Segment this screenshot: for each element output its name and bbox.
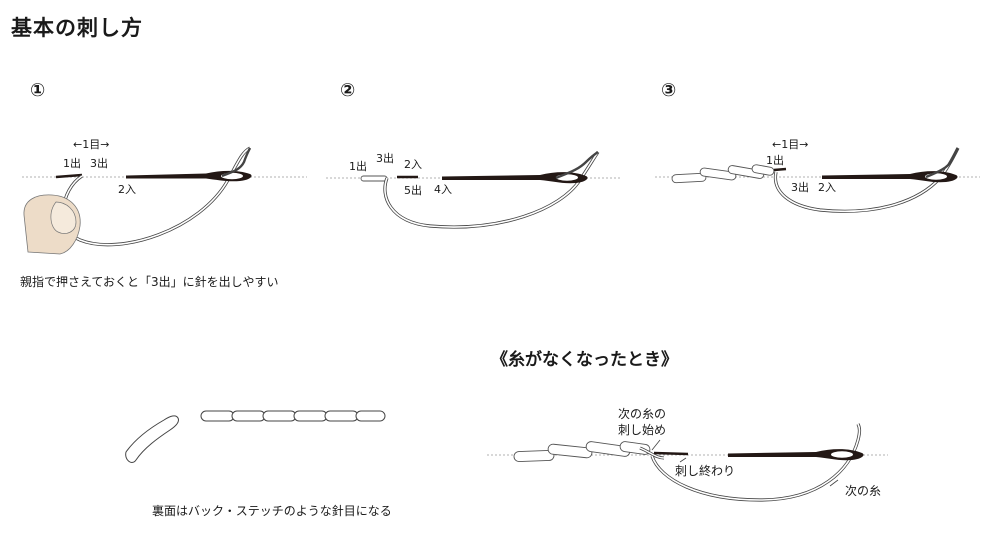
step3-twisted-stitches: [671, 164, 775, 184]
step3-in2-label: 2入: [818, 181, 836, 194]
step2-out5-label: 5出: [404, 184, 422, 197]
page-title: 基本の刺し方: [11, 16, 143, 40]
step2-in2-label: 2入: [404, 158, 422, 171]
step2-diagram: [326, 151, 621, 229]
section-thread-runs-out: 《糸がなくなったとき》: [491, 350, 678, 370]
step1-stitch-dark: [55, 173, 83, 179]
step3-number: ③: [661, 80, 677, 101]
step1-caption: 親指で押さえておくと「3出」に針を出しやすい: [20, 275, 279, 289]
step1-in2-label: 2入: [118, 183, 136, 196]
back-side-curved-thread: [125, 415, 179, 463]
step3-pitch-label: ←1目→: [772, 138, 809, 151]
thread-end-needle: [728, 449, 864, 461]
back-side-caption: 裏面はバック・ステッチのような針目になる: [152, 504, 392, 518]
step2-number: ②: [340, 80, 356, 101]
step2-stitch-light: [360, 175, 388, 182]
next-thread-label: 次の糸: [845, 484, 882, 498]
step3-out1-label: 1出: [766, 154, 784, 167]
step1-diagram: [22, 146, 307, 255]
step2-out1-label: 1出: [349, 160, 367, 173]
step2-needle: [442, 172, 588, 184]
step1-out3-label: 3出: [90, 157, 108, 170]
next-thread-start-line1: 次の糸の: [618, 407, 667, 421]
step3-diagram: [655, 147, 980, 213]
back-side-diagram: [125, 410, 386, 463]
step3-needle: [822, 171, 958, 183]
step1-out1-label: 1出: [63, 157, 81, 170]
step1-needle: [126, 170, 252, 182]
step1-number: ①: [30, 80, 46, 101]
next-thread-start-label: 次の糸の 刺し始め: [618, 406, 666, 438]
finish-stitch-label: 刺し終わり: [675, 464, 736, 478]
thread-end-diagram: [487, 423, 888, 502]
step3-out3-label: 3出: [791, 181, 809, 194]
step1-pitch-label: ←1目→: [73, 138, 110, 151]
next-thread-start-line2: 刺し始め: [618, 423, 667, 437]
back-side-stitch-row: [200, 410, 386, 422]
step2-in4-label: 4入: [434, 183, 452, 196]
step2-out3-label: 3出: [376, 152, 394, 165]
